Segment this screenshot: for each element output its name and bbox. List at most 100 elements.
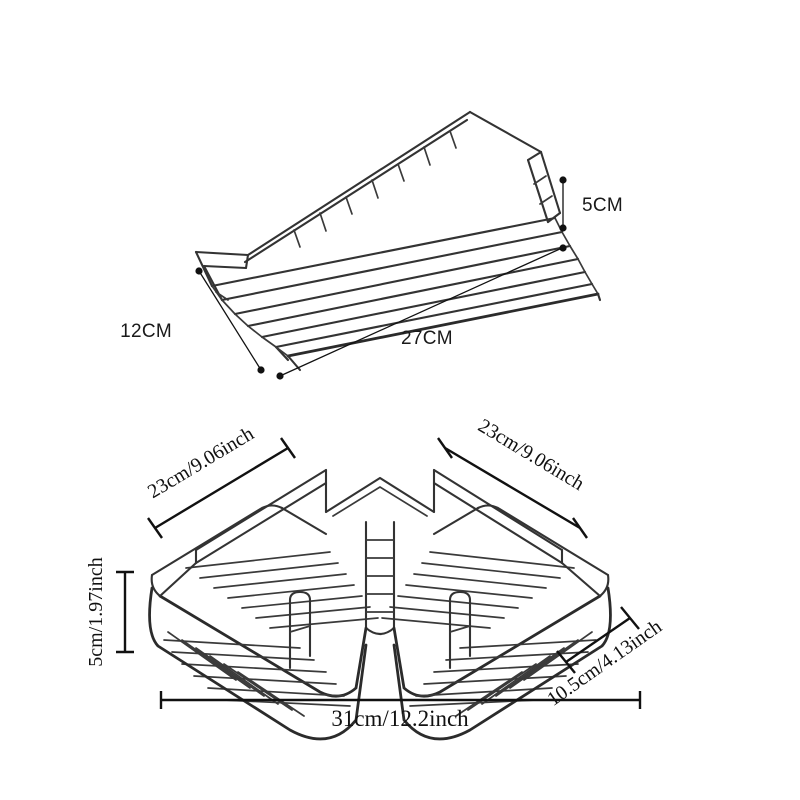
dim-left-wing-tick-start [147,517,163,539]
floor-rail-5 [260,270,587,339]
dim-left-wing-23cm: 23cm/9.06inch [144,423,296,539]
left-step-3 [234,313,249,327]
back-left-riser [244,253,250,270]
right-end-inner [526,158,550,224]
tray-right-rail-5 [397,595,519,609]
tray-right-rail-3 [413,573,547,589]
dim-depth-dot-start [195,267,203,275]
dim-corner-depth-label: 10.5cm/4.13inch [543,616,666,711]
dim-corner-height-5cm: 5cm/1.97inch [85,557,134,667]
dim-height-label: 5CM [582,195,623,216]
corner-shelf-figure: 23cm/9.06inch 23cm/9.06inch 5cm/1.97inch [0,400,800,800]
corner-shelf-drawing: 23cm/9.06inch 23cm/9.06inch 5cm/1.97inch [85,415,666,741]
mesh-left-h5 [207,687,345,697]
dim-corner-span-label: 31cm/12.2inch [331,706,469,731]
tray-left-rail-7 [269,617,379,629]
straight-shelf-drawing: 5CM 12CM 27CM [120,110,623,380]
right-step-5 [584,271,593,285]
dim-left-wing-tick-end [280,437,296,459]
dim-right-wing-tick-start [437,437,453,459]
tray-right-rail-2 [421,562,561,579]
corner-shelf-wireframe [148,468,612,741]
back-bar-5 [397,163,405,182]
tray-right-rail-7 [381,617,491,629]
right-step-2 [561,231,571,247]
hook-right-loop [448,590,472,658]
left-step-6 [275,346,289,357]
floor-rail-4 [246,257,580,328]
left-step-2 [221,299,236,315]
tray-left-rail-1 [185,551,331,569]
basket-rim-left [148,586,368,741]
straight-shelf-wireframe [194,110,602,372]
corner-apex-ridge-2 [332,486,428,517]
corner-apex-ridge [324,476,436,514]
rim-right-to-apex [432,506,480,536]
dim-left-wing-label: 23cm/9.06inch [144,423,258,503]
mesh-right-h1 [459,639,597,649]
rim-left-to-apex [280,506,328,536]
tray-left-rail-3 [213,573,347,589]
mesh-right-h4 [423,675,567,685]
front-bottom-rail [286,292,600,358]
mesh-left-d1 [167,631,237,681]
mesh-left-h1 [163,639,301,649]
dim-height-5cm: 5CM [559,176,623,252]
tray-left-rail-5 [241,595,363,609]
dim-right-wing-label: 23cm/9.06inch [474,415,588,495]
tray-right-rail-4 [405,584,533,599]
tray-left-rail-2 [199,562,339,579]
hook-left-loop [288,590,312,658]
mesh-right-h5 [415,687,553,697]
basket-rim-right [392,586,612,741]
back-bar-6 [423,146,431,166]
mesh-left-h2 [171,651,315,661]
dim-width-dot-start [276,372,284,380]
dim-width-line [279,247,563,377]
back-left-rail-2 [194,481,328,565]
back-rail-2 [243,118,469,264]
left-end-inner-top [202,264,248,270]
floor-rail-2 [220,230,564,302]
dim-depth-line [198,270,262,371]
left-end-top-to-back [194,250,250,257]
floor-rail-3 [233,244,572,316]
dim-corner-height-label: 5cm/1.97inch [85,557,107,666]
tray-right-rail-6 [389,606,505,619]
back-bar-1 [293,229,301,248]
side-right-connector [560,561,602,598]
right-step-3 [569,245,579,260]
tray-right-rail-1 [429,551,575,569]
side-left-connector [158,561,198,598]
mesh-left-h3 [181,663,327,673]
mesh-left-h4 [193,675,337,685]
dim-depth-12cm: 12CM [120,267,265,374]
right-step-4 [577,258,586,273]
dim-corner-depth-10-5cm: 10.5cm/4.13inch [543,606,666,711]
back-right-rail-2 [432,481,564,565]
mesh-right-d4 [481,655,551,705]
right-front-leg [596,292,602,302]
back-top-rail [246,110,472,257]
dim-height-dot-top [559,176,567,184]
tray-left-rail-4 [227,584,355,599]
back-bar-3 [345,196,353,215]
rim-right-back-outer [476,504,610,577]
mesh-left-d3 [195,647,265,697]
right-end-bar-1 [533,175,547,185]
hook-right-rung [449,625,471,633]
mesh-right-d2 [509,639,579,689]
left-step-5 [261,336,277,348]
dim-corner-depth-line [565,617,631,663]
left-step-1 [211,285,223,301]
tray-left-rail-6 [255,606,371,619]
left-step-4 [247,325,263,338]
back-right-top-rail [432,468,564,552]
dim-width-dot-origin [559,244,567,252]
rim-left-back-outer [150,504,284,577]
dim-corner-span-31cm: 31cm/12.2inch [159,691,642,731]
dim-width-label: 27CM [401,328,453,349]
back-left-top-rail [194,468,328,552]
dim-depth-label: 12CM [120,321,172,342]
